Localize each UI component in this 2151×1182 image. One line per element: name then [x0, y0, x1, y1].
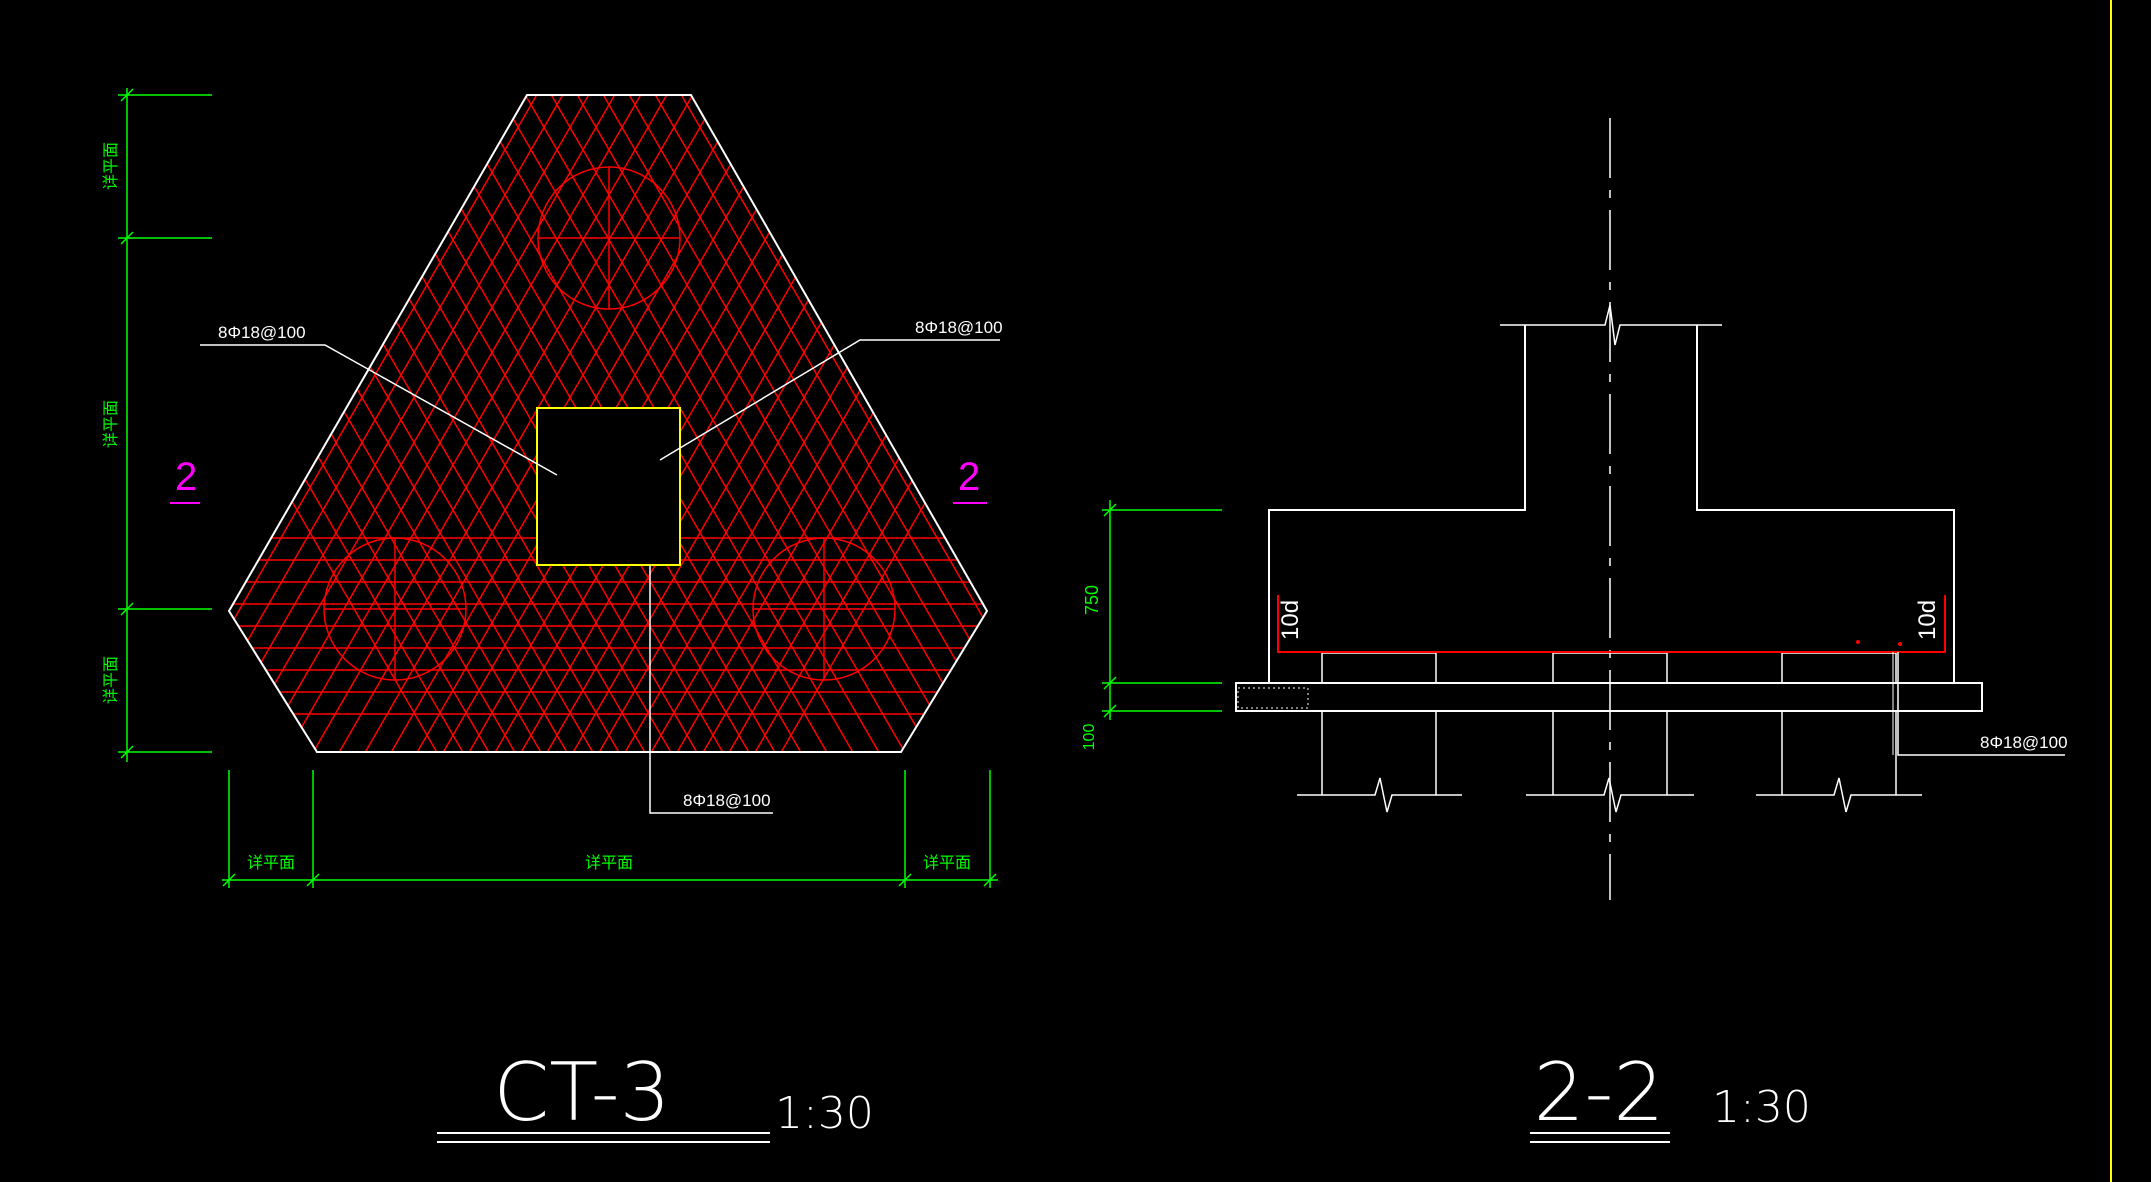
rebar-bar-diagonal — [229, 95, 936, 752]
dim-horizontal-middle: 详平面 — [585, 854, 633, 872]
section-scale: 1:30 — [1712, 1082, 1811, 1133]
rebar-bar-diagonal — [229, 95, 780, 752]
plan-view-ct3: 8Φ18@100 8Φ18@100 8Φ18@100 2 2 详平面 详平面 详… — [102, 88, 1003, 1143]
rebar-bar-diagonal — [229, 95, 806, 752]
plan-dim-vertical — [118, 88, 212, 762]
plan-title: CT-3 — [493, 1046, 670, 1139]
section-mark-right[interactable]: 2 — [953, 455, 987, 504]
rebar-bar-diagonal — [464, 95, 987, 752]
pile-cap-outline[interactable] — [227, 94, 989, 753]
section-mark-left-label: 2 — [175, 455, 197, 499]
section-mark-left[interactable]: 2 — [170, 455, 200, 504]
rebar-bar-diagonal — [438, 95, 987, 752]
rebar-bar-diagonal — [412, 95, 987, 752]
section-view-2-2: 10d 10d 8Φ18@100 750 100 2-2 1:30 — [1081, 118, 2068, 1143]
hook-label-right: 10d — [1914, 600, 1941, 640]
rebar-label-left: 8Φ18@100 — [218, 323, 306, 342]
dim-thickness: 750 — [1082, 585, 1102, 615]
dim-cushion: 100 — [1081, 724, 1098, 751]
section-bottom-rebar[interactable] — [1277, 595, 1946, 653]
dim-vertical-middle: 详平面 — [102, 400, 120, 448]
rebar-bar-diagonal — [229, 95, 910, 752]
section-rebar-label: 8Φ18@100 — [1980, 733, 2068, 752]
rebar-bar-diagonal — [386, 95, 987, 752]
dim-horizontal-right: 详平面 — [923, 854, 971, 872]
rebar-bar-diagonal — [229, 95, 754, 752]
rebar-label-right: 8Φ18@100 — [915, 318, 1003, 337]
column-break-line — [1500, 304, 1722, 346]
hook-label-left: 10d — [1277, 600, 1304, 640]
rebar-bar-diagonal — [229, 95, 884, 752]
plan-rebar-mesh — [229, 95, 987, 752]
rebar-leaders — [200, 339, 1000, 814]
section-piles — [1297, 652, 1922, 813]
cushion-layer[interactable] — [1235, 682, 1983, 712]
pile-right — [752, 537, 896, 681]
pile-top — [537, 166, 681, 310]
section-title: 2-2 — [1534, 1046, 1665, 1139]
rebar-end-dot-2 — [1898, 642, 1902, 646]
rebar-bar-diagonal — [334, 95, 987, 752]
rebar-bar-diagonal — [229, 95, 858, 752]
plan-dim-horizontal — [222, 770, 998, 888]
dim-vertical-top: 详平面 — [102, 142, 120, 190]
pile-left — [323, 537, 467, 681]
section-mark-right-label: 2 — [958, 455, 980, 499]
cushion-hatch — [1237, 687, 1309, 709]
section-rebar-leader — [1897, 652, 2065, 756]
plan-scale: 1:30 — [775, 1088, 874, 1139]
rebar-bar-diagonal — [282, 95, 987, 752]
section-cap-outline[interactable] — [1268, 325, 1955, 684]
section-dim-vertical — [1102, 500, 1222, 720]
rebar-end-dot-1 — [1856, 640, 1860, 644]
rebar-bar-diagonal — [308, 95, 987, 752]
dim-horizontal-left: 详平面 — [247, 854, 295, 872]
rebar-label-bottom: 8Φ18@100 — [683, 791, 771, 810]
column-outline[interactable] — [536, 407, 681, 566]
rebar-bar-diagonal — [229, 95, 832, 752]
rebar-bar-diagonal — [360, 95, 987, 752]
dim-vertical-bottom: 详平面 — [102, 656, 120, 704]
